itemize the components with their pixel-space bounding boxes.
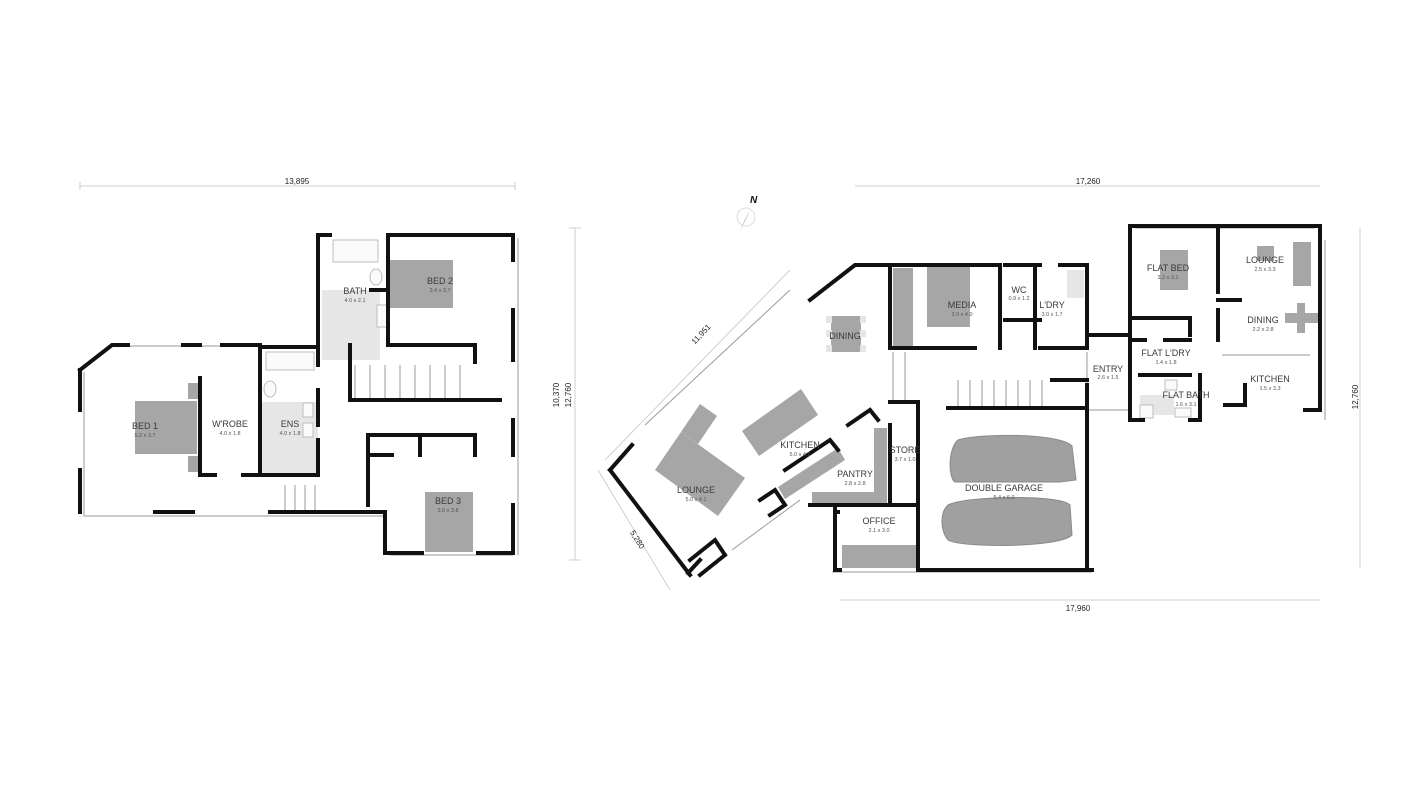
- room-size-flat-lounge: 2.5 x 3.3: [1254, 267, 1275, 273]
- dimension-lines: [79, 182, 1361, 601]
- lower-height-dimension: 12,760: [1351, 384, 1360, 409]
- room-label-pantry: PANTRY: [837, 469, 873, 479]
- lower-top-width-dimension: 17,260: [1076, 177, 1101, 186]
- north-arrow-icon: [736, 207, 756, 231]
- room-size-garage: 5.4 x 6.0: [993, 495, 1014, 501]
- room-label-flat-lounge: LOUNGE: [1246, 255, 1284, 265]
- room-label-flat-kitchen: KITCHEN: [1250, 374, 1290, 384]
- room-label-entry: ENTRY: [1093, 364, 1123, 374]
- room-size-kitchen: 5.0 x 4.1: [789, 452, 810, 458]
- room-size-store: 3.7 x 1.0: [894, 457, 915, 463]
- room-label-media: MEDIA: [948, 300, 977, 310]
- room-size-bed1: 5.2 x 3.7: [134, 433, 155, 439]
- room-label-bed2: BED 2: [427, 276, 453, 286]
- room-label-dining: DINING: [829, 331, 861, 341]
- upper-width-dimension: 13,895: [285, 177, 310, 186]
- diagonal-short-dimension: 5,280: [628, 529, 647, 551]
- room-size-flat-bath: 1.6 x 3.1: [1175, 402, 1196, 408]
- diagonal-long-dimension: 11,951: [690, 322, 713, 346]
- room-size-wc: 0.9 x 1.2: [1008, 296, 1029, 302]
- flat-plan: [1128, 224, 1326, 422]
- room-size-bed2: 3.4 x 3.7: [429, 288, 450, 294]
- room-label-wrobe: W'ROBE: [212, 419, 248, 429]
- room-label-wc: WC: [1012, 285, 1027, 295]
- room-size-office: 2.1 x 3.0: [868, 528, 889, 534]
- room-label-office: OFFICE: [863, 516, 896, 526]
- room-size-flat-bed: 3.2 x 3.1: [1157, 275, 1178, 281]
- room-size-entry: 2.6 x 1.5: [1097, 375, 1118, 381]
- room-label-kitchen: KITCHEN: [780, 440, 820, 450]
- room-label-bed1: BED 1: [132, 421, 158, 431]
- room-size-flat-ldry: 1.4 x 1.8: [1155, 360, 1176, 366]
- room-size-bed3: 3.0 x 3.8: [437, 508, 458, 514]
- room-label-ldry: L'DRY: [1039, 300, 1065, 310]
- room-label-ens: ENS: [281, 419, 300, 429]
- room-size-pantry: 2.8 x 2.8: [844, 481, 865, 487]
- north-label: N: [750, 195, 758, 206]
- room-size-bath: 4.0 x 2.1: [344, 298, 365, 304]
- room-label-flat-ldry: FLAT L'DRY: [1141, 348, 1190, 358]
- ground-floor-plan: [607, 263, 1132, 578]
- room-size-wrobe: 4.0 x 1.8: [219, 431, 240, 437]
- upper-height-dimension-a: 10,370: [552, 382, 561, 407]
- room-label-store: STORE: [890, 445, 921, 455]
- room-label-flat-bath: FLAT BATH: [1162, 390, 1209, 400]
- car-icon: [941, 497, 1073, 546]
- room-label-flat-bed: FLAT BED: [1147, 263, 1190, 273]
- room-label-flat-dining: DINING: [1247, 315, 1279, 325]
- room-label-lounge: LOUNGE: [677, 485, 715, 495]
- room-size-ldry: 3.0 x 1.7: [1041, 312, 1062, 318]
- car-icon: [949, 434, 1077, 483]
- lower-bottom-width-dimension: 17,960: [1066, 604, 1091, 613]
- room-size-flat-kitchen: 1.5 x 3.3: [1259, 386, 1280, 392]
- room-size-flat-dining: 2.2 x 2.8: [1252, 327, 1273, 333]
- upper-floor-plan: [77, 233, 519, 556]
- room-size-media: 3.0 x 4.0: [951, 312, 972, 318]
- room-size-lounge: 5.0 x 4.1: [685, 497, 706, 503]
- room-size-ens: 4.0 x 1.8: [279, 431, 300, 437]
- room-label-bed3: BED 3: [435, 496, 461, 506]
- room-label-bath: BATH: [343, 286, 366, 296]
- room-label-garage: DOUBLE GARAGE: [965, 483, 1043, 493]
- upper-height-dimension-b: 12,760: [564, 382, 573, 407]
